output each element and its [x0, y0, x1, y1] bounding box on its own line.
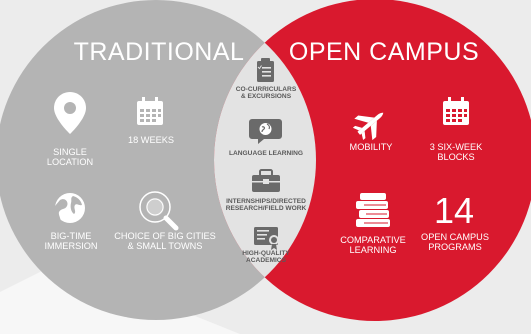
item-label-line-2: LEARNING [349, 245, 397, 256]
calendar-icon [137, 97, 163, 125]
open-campus-item-programs: OPEN CAMPUS PROGRAMS [421, 232, 489, 253]
item-label-line-2: & EXCURSIONS [240, 93, 292, 101]
open-campus-title: OPEN CAMPUS [288, 38, 480, 66]
item-label-line-1: MOBILITY [349, 142, 393, 152]
item-label-line-1: 18 WEEKS [128, 135, 174, 145]
shared-item-language-learning: LANGUAGE LEARNING [229, 150, 303, 157]
shared-item-academics: HIGH-QUALITY ACADEMICS [242, 250, 290, 265]
open-campus-item-mobility: MOBILITY [350, 142, 393, 152]
traditional-item-big-time-immersion: BIG-TIME IMMERSION [44, 231, 97, 252]
item-label-line-1: OPEN CAMPUS [421, 232, 489, 242]
globe-icon [54, 193, 85, 223]
item-label-line-2: & SMALL TOWNS [127, 241, 203, 252]
item-label-line-2: ACADEMICS [246, 257, 286, 265]
traditional-title: TRADITIONAL [73, 38, 245, 66]
traditional-item-choice-of-cities: CHOICE OF BIG CITIES & SMALL TOWNS [114, 231, 216, 252]
open-campus-item-comparative-learning: COMPARATIVE LEARNING [340, 235, 406, 256]
item-label-line-1: INTERNSHIPS/DIRECTED [226, 198, 306, 205]
briefcase-icon [252, 169, 280, 192]
item-label-line-1: LANGUAGE LEARNING [229, 150, 303, 157]
item-label-line-2: IMMERSION [44, 241, 98, 252]
item-label-line-1: 3 SIX-WEEK [429, 142, 483, 152]
calendar-icon [443, 97, 469, 125]
traditional-item-single-location: SINGLE LOCATION [47, 147, 93, 168]
item-label-line-1: SINGLE [53, 147, 87, 157]
airplane-icon [352, 112, 384, 141]
location-pin-icon [54, 92, 86, 134]
magnify-globe-icon [139, 191, 179, 231]
open-campus-item-six-week-blocks: 3 SIX-WEEK BLOCKS [430, 142, 483, 163]
item-label-line-2: LOCATION [46, 157, 94, 168]
item-label-line-2: BLOCKS [437, 152, 475, 163]
item-label-line-1: HIGH-QUALITY [242, 250, 290, 257]
item-label-line-1: BIG-TIME [50, 231, 92, 241]
item-label-line-2: PROGRAMS [428, 242, 482, 253]
item-label-line-2: RESEARCH/FIELD WORK [225, 205, 307, 213]
shared-item-co-curriculars: CO-CURRICULARS & EXCURSIONS [236, 86, 296, 101]
speech-globe-icon [249, 119, 282, 144]
item-label-line-1: COMPARATIVE [340, 235, 406, 245]
shared-item-internships: INTERNSHIPS/DIRECTED RESEARCH/FIELD WORK [226, 198, 307, 213]
item-label-line-1: CO-CURRICULARS [235, 86, 297, 93]
certificate-icon [254, 227, 279, 250]
item-label-line-1: CHOICE OF BIG CITIES [114, 231, 216, 241]
books-icon [356, 193, 390, 227]
overlap-region [0, 0, 316, 320]
open-campus-program-count: 14 [433, 190, 475, 231]
clipboard-icon [257, 58, 274, 82]
traditional-item-18-weeks: 18 WEEKS [128, 135, 174, 145]
